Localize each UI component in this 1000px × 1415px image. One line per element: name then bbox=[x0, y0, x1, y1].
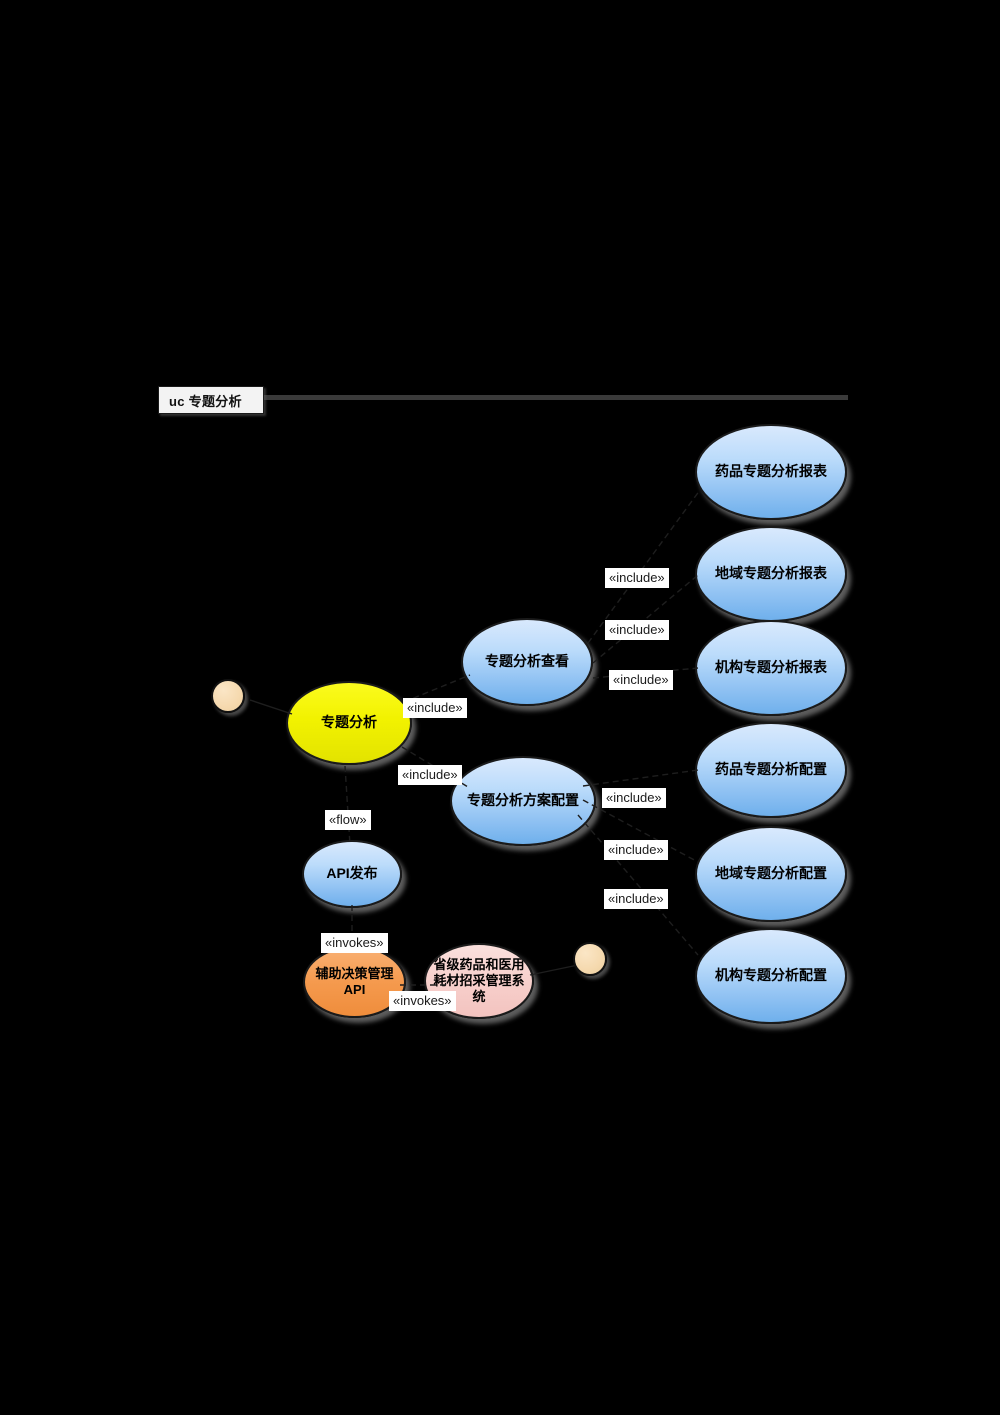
use-case-fangan-peizhi[interactable]: 专题分析方案配置 bbox=[450, 756, 596, 846]
use-case-label: 辅助决策管理API bbox=[315, 965, 394, 997]
actor-secondary[interactable] bbox=[573, 942, 607, 976]
use-case-label: 专题分析方案配置 bbox=[467, 792, 579, 809]
actor-head-icon bbox=[573, 942, 607, 976]
use-case-label: 药品专题分析报表 bbox=[715, 463, 827, 480]
stereotype-include-config-2: «include» bbox=[604, 840, 668, 860]
actor-head-icon bbox=[211, 679, 245, 713]
stereotype-flow-api: «flow» bbox=[325, 810, 371, 830]
use-case-zhuanti-fenxi-chakan[interactable]: 专题分析查看 bbox=[461, 618, 593, 706]
use-case-report-org[interactable]: 机构专题分析报表 bbox=[695, 620, 847, 716]
stereotype-include-config-3: «include» bbox=[604, 889, 668, 909]
use-case-fuzhu-juece-api[interactable]: 辅助决策管理API bbox=[303, 946, 406, 1018]
use-case-label: 专题分析 bbox=[321, 714, 377, 731]
actor-primary[interactable] bbox=[211, 679, 245, 713]
stereotype-include-report-3: «include» bbox=[609, 670, 673, 690]
frame-title-label: uc 专题分析 bbox=[169, 394, 242, 409]
use-case-label: 省级药品和医用耗材招采管理系统 bbox=[433, 956, 525, 1005]
stereotype-include-config-1: «include» bbox=[602, 788, 666, 808]
use-case-config-region[interactable]: 地域专题分析配置 bbox=[695, 826, 847, 922]
use-case-report-region[interactable]: 地域专题分析报表 bbox=[695, 526, 847, 622]
use-case-config-drug[interactable]: 药品专题分析配置 bbox=[695, 722, 847, 818]
stereotype-include-view: «include» bbox=[403, 698, 467, 718]
diagram-frame: uc 专题分析 bbox=[158, 386, 848, 1086]
use-case-label: 地域专题分析报表 bbox=[715, 565, 827, 582]
frame-tab-corner bbox=[245, 387, 263, 413]
use-case-label: API发布 bbox=[326, 865, 378, 882]
use-case-label: 机构专题分析报表 bbox=[715, 659, 827, 676]
use-case-label: 机构专题分析配置 bbox=[715, 967, 827, 984]
frame-title-tab: uc 专题分析 bbox=[158, 386, 264, 414]
stereotype-invokes-decision: «invokes» bbox=[321, 933, 388, 953]
use-case-label: 专题分析查看 bbox=[485, 653, 569, 670]
use-case-label: 地域专题分析配置 bbox=[715, 865, 827, 882]
use-case-config-org[interactable]: 机构专题分析配置 bbox=[695, 928, 847, 1024]
stereotype-include-scheme: «include» bbox=[398, 765, 462, 785]
frame-top-border bbox=[258, 395, 848, 400]
stereotype-include-report-1: «include» bbox=[605, 568, 669, 588]
stereotype-include-report-2: «include» bbox=[605, 620, 669, 640]
use-case-api-fabu[interactable]: API发布 bbox=[302, 840, 402, 908]
use-case-report-drug[interactable]: 药品专题分析报表 bbox=[695, 424, 847, 520]
use-case-label: 药品专题分析配置 bbox=[715, 761, 827, 778]
use-case-zhuanti-fenxi[interactable]: 专题分析 bbox=[286, 681, 412, 765]
stereotype-invokes-system: «invokes» bbox=[389, 991, 456, 1011]
